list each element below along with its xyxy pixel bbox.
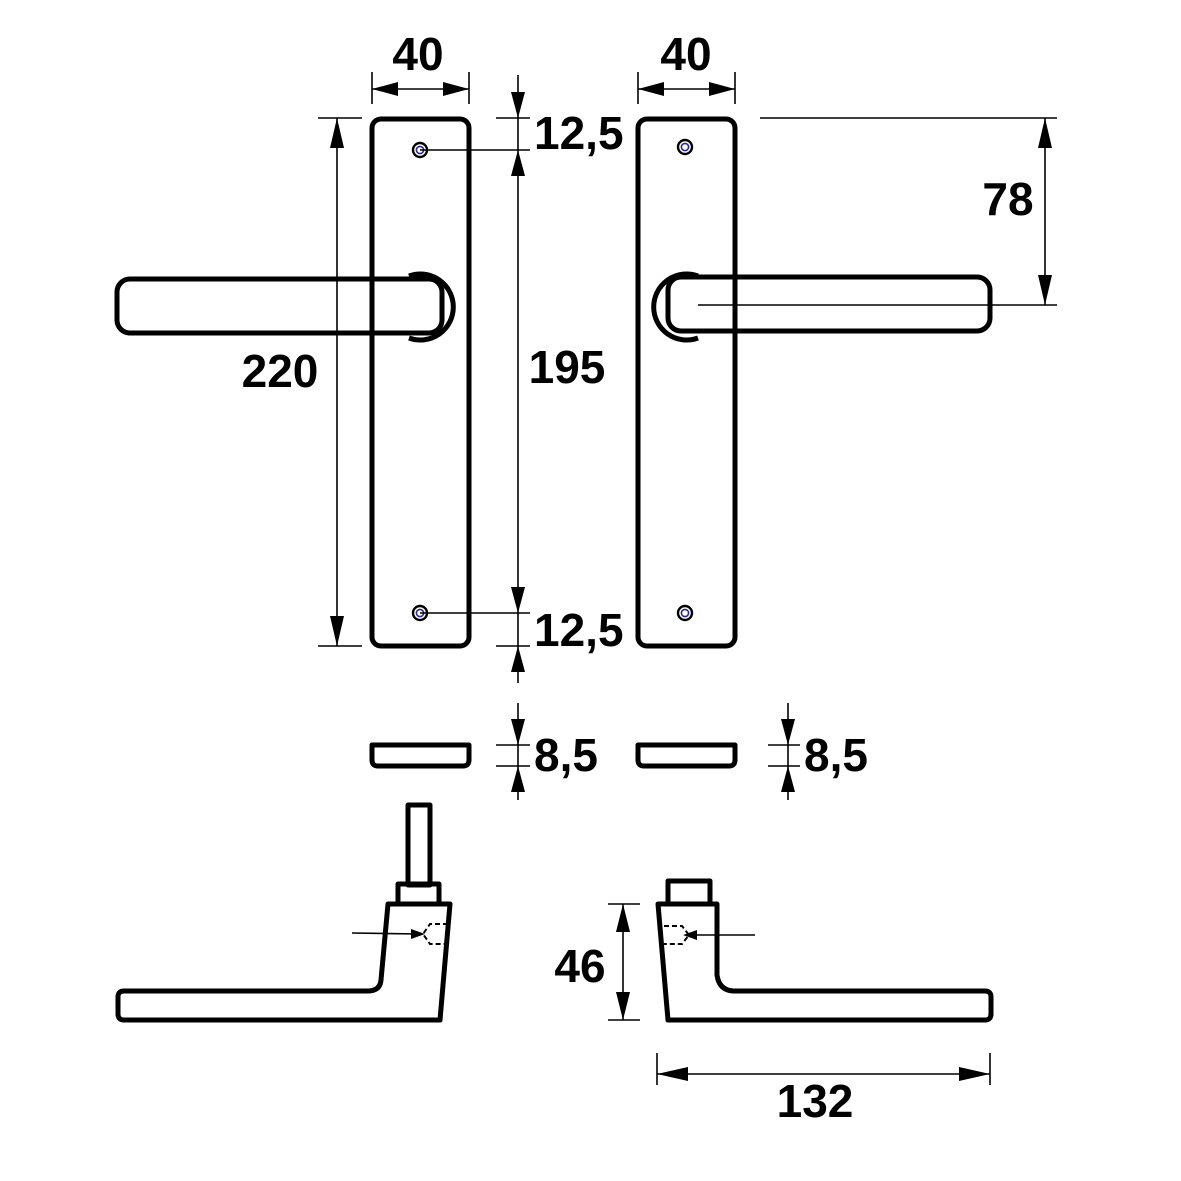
left-spindle bbox=[405, 802, 433, 888]
label-hole-spacing: 195 bbox=[529, 341, 606, 393]
right-plate-section bbox=[635, 742, 738, 769]
left-side-view bbox=[115, 802, 453, 1023]
label-right-plate-thickness: 8,5 bbox=[804, 729, 868, 781]
label-handle-length: 132 bbox=[777, 1075, 854, 1127]
label-right-plate-width: 40 bbox=[660, 28, 711, 80]
label-handle-height: 78 bbox=[982, 173, 1033, 225]
label-top-hole-offset: 12,5 bbox=[534, 107, 624, 159]
right-screw-hole-bottom bbox=[676, 604, 694, 622]
left-plate-section bbox=[369, 742, 472, 769]
label-left-plate-width: 40 bbox=[392, 28, 443, 80]
left-rosette bbox=[408, 271, 456, 343]
right-backplate bbox=[635, 116, 738, 649]
right-lever-side bbox=[655, 901, 994, 1023]
left-grub-screw-leader bbox=[351, 932, 419, 935]
plate-sections bbox=[369, 742, 738, 769]
left-lever bbox=[114, 276, 445, 336]
right-front-view bbox=[635, 116, 993, 649]
left-lever-side bbox=[115, 901, 453, 1023]
right-grub-screw bbox=[664, 925, 691, 945]
dimension-lines bbox=[318, 72, 1057, 1085]
left-grub-screw bbox=[421, 923, 448, 945]
dimension-labels: 40 40 12,5 195 220 12,5 78 8,5 8,5 46 13… bbox=[242, 28, 1034, 1127]
right-spindle-collar bbox=[665, 878, 713, 907]
label-left-plate-thickness: 8,5 bbox=[534, 729, 598, 781]
right-side-view bbox=[655, 878, 994, 1023]
left-front-view bbox=[114, 116, 472, 649]
left-backplate bbox=[369, 116, 472, 649]
label-bottom-hole-offset: 12,5 bbox=[534, 604, 624, 656]
label-plate-height: 220 bbox=[242, 345, 319, 397]
right-screw-hole-top bbox=[676, 138, 694, 156]
label-handle-depth: 46 bbox=[554, 940, 605, 992]
right-lever bbox=[665, 274, 993, 334]
